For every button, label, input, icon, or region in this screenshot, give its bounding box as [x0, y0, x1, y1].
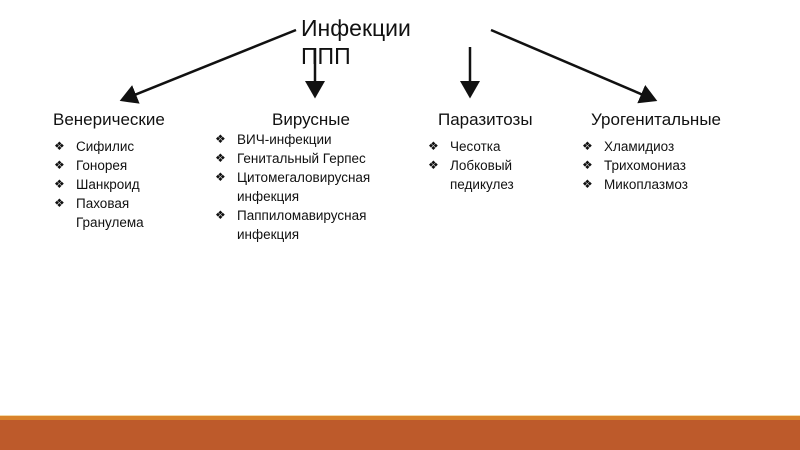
list-item: ❖Генитальный Герпес [215, 151, 366, 166]
list-item: ❖Хламидиоз [582, 139, 675, 154]
list-item: ❖Паппиломавирусная инфекция [215, 208, 367, 242]
list-item: ❖Трихомониаз [582, 158, 686, 173]
list-item: ❖Микоплазмоз [582, 177, 688, 192]
diamond-cluster-icon: ❖ [582, 177, 593, 191]
list-item: ❖Шанкроид [54, 177, 140, 192]
heading-viral: Вирусные [272, 110, 350, 129]
list-item: ❖Гонорея [54, 158, 128, 173]
heading-venereal: Венерические [53, 110, 165, 129]
diagram-title: Инфекции ППП [301, 15, 411, 69]
footer-accent-line [0, 415, 800, 421]
list-item: ❖Паховая Гранулема [54, 196, 144, 230]
heading-parasitic: Паразитозы [438, 110, 533, 129]
list-item: ❖Чесотка [428, 139, 501, 154]
arrows [119, 28, 658, 104]
diamond-cluster-icon: ❖ [54, 139, 65, 153]
diamond-cluster-icon: ❖ [54, 177, 65, 191]
diamond-cluster-icon: ❖ [54, 158, 65, 172]
list-urogenital: ❖Хламидиоз ❖Трихомониаз ❖Микоплазмоз [578, 137, 712, 194]
diamond-cluster-icon: ❖ [428, 139, 439, 153]
diamond-cluster-icon: ❖ [582, 139, 593, 153]
arrow-urogenital [490, 28, 658, 104]
diamond-cluster-icon: ❖ [215, 132, 226, 146]
diamond-cluster-icon: ❖ [582, 158, 593, 172]
arrow-venereal [119, 28, 297, 104]
list-parasitic: ❖Чесотка ❖Лобковый педикулез [428, 137, 538, 194]
diamond-cluster-icon: ❖ [54, 196, 65, 210]
footer-band [0, 420, 800, 450]
list-item: ❖Сифилис [54, 139, 135, 154]
list-item: ❖ВИЧ-инфекции [215, 132, 332, 147]
diamond-cluster-icon: ❖ [215, 208, 226, 222]
diamond-cluster-icon: ❖ [215, 151, 226, 165]
heading-urogenital: Урогенитальные [591, 110, 721, 129]
list-item: ❖Лобковый педикулез [428, 158, 514, 192]
list-venereal: ❖Сифилис ❖Гонорея ❖Шанкроид ❖Паховая Гра… [54, 137, 204, 232]
diamond-cluster-icon: ❖ [428, 158, 439, 172]
list-viral: ❖ВИЧ-инфекции ❖Генитальный Герпес ❖Цитом… [215, 130, 415, 244]
diamond-cluster-icon: ❖ [215, 170, 226, 184]
list-item: ❖Цитомегаловирусная инфекция [215, 170, 371, 204]
